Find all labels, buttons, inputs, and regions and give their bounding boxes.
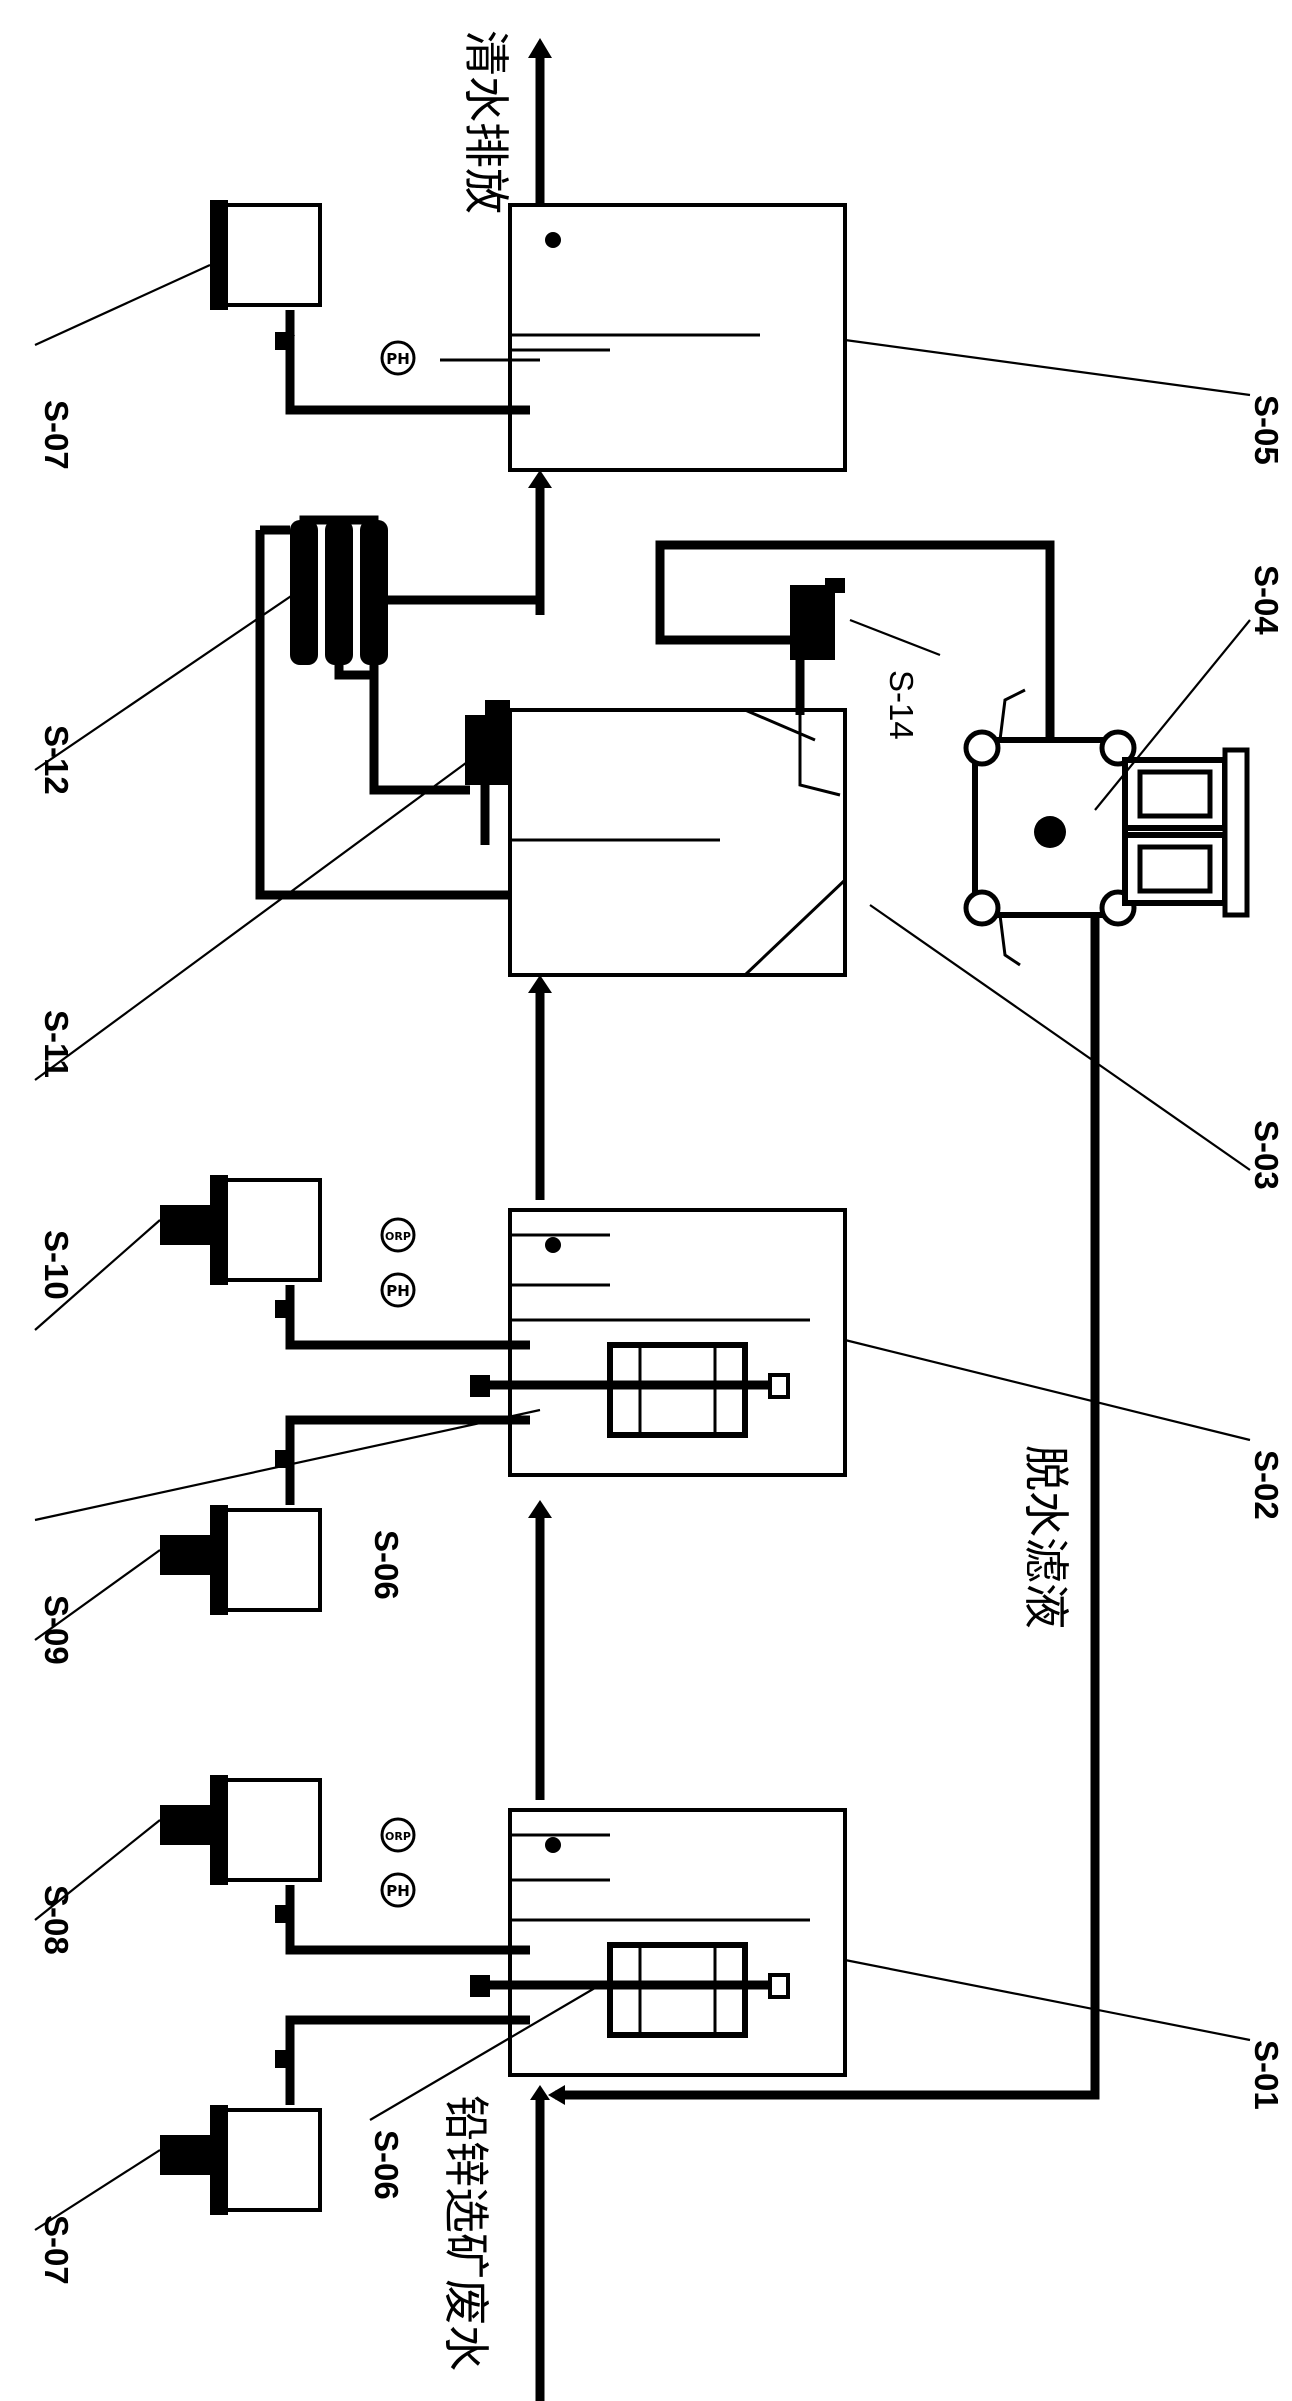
label-s03: S-03 <box>1248 1120 1285 1190</box>
pipe-s14-s04 <box>655 540 1055 830</box>
label-s07-top: S-07 <box>38 400 75 470</box>
label-s06-upper: S-06 <box>368 1530 405 1600</box>
orp-probe-s02: ORP <box>380 1217 416 1253</box>
ph-probe-s05: PH <box>380 340 416 376</box>
label-s04: S-04 <box>1248 565 1285 635</box>
svg-text:ORP: ORP <box>385 1230 411 1243</box>
chem-tank-s07-bottom <box>160 2105 322 2215</box>
chem-tank-s07-top <box>210 200 322 310</box>
tank-s05 <box>508 203 847 472</box>
pump-s11 <box>440 700 510 845</box>
arrow-inlet <box>530 2085 550 2100</box>
filter-s12 <box>255 515 545 900</box>
chem-tank-s10 <box>160 1175 322 1285</box>
arrow-outlet <box>528 38 552 58</box>
mixer-s01 <box>470 1942 790 2038</box>
ph-probe-s02: PH <box>380 1272 416 1308</box>
pipe-s07-top <box>285 310 530 415</box>
label-s10: S-10 <box>38 1230 75 1300</box>
filter-press-s04 <box>963 688 1250 967</box>
label-s11: S-11 <box>38 1010 75 1078</box>
svg-text:PH: PH <box>386 1882 410 1900</box>
orp-probe-s01: ORP <box>380 1817 416 1853</box>
label-s01: S-01 <box>1248 2040 1285 2110</box>
label-outlet: 清水排放 <box>459 30 513 214</box>
label-s07-bottom: S-07 <box>38 2215 75 2285</box>
svg-text:PH: PH <box>386 350 410 368</box>
label-s14: S-14 <box>883 670 920 740</box>
mixer-s02 <box>470 1342 790 1438</box>
pipe-s09 <box>285 1415 530 1505</box>
label-s09: S-09 <box>38 1595 75 1665</box>
label-s12: S-12 <box>38 725 75 795</box>
arrow-filtrate-in <box>548 2085 565 2105</box>
chem-tank-s09 <box>160 1505 322 1615</box>
label-filtrate: 脱水滤液 <box>1019 1445 1073 1629</box>
ph-probe-s01: PH <box>380 1872 416 1908</box>
svg-text:ORP: ORP <box>385 1830 411 1843</box>
label-s08: S-08 <box>38 1885 75 1955</box>
arrow-s05-in <box>528 470 552 488</box>
tank-s03 <box>508 708 847 977</box>
label-s06-lower: S-06 <box>368 2130 405 2200</box>
arrow-s03-in <box>528 975 552 993</box>
pipe-filtrate-return <box>555 915 1100 2100</box>
label-s05: S-05 <box>1248 395 1285 465</box>
arrow-s02-in <box>528 1500 552 1518</box>
chem-tank-s08 <box>160 1775 322 1885</box>
pipe-s07-bottom <box>285 2015 530 2105</box>
label-inlet: 铅锌选矿废水 <box>439 2095 493 2371</box>
svg-text:PH: PH <box>386 1282 410 1300</box>
pump-s14 <box>790 578 845 660</box>
label-s02: S-02 <box>1248 1450 1285 1520</box>
